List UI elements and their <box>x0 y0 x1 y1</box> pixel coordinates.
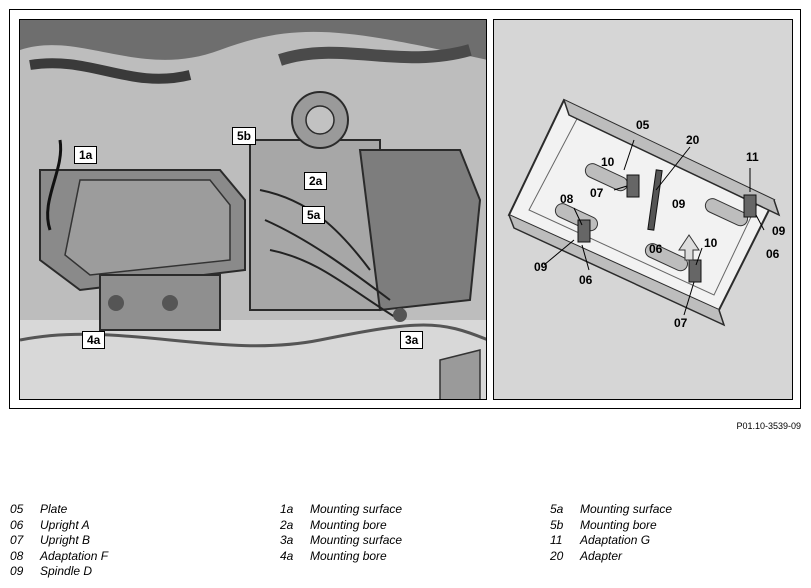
callout-2a: 2a <box>304 172 328 190</box>
legend-label: Adaptation G <box>580 533 651 547</box>
legend-column-1: 05 Plate 06 Upright A 07 Upright B 08 Adapta… <box>10 502 108 580</box>
legend-label: Plate <box>40 502 68 516</box>
legend-item: 11 Adaptation G <box>550 533 672 549</box>
legend-item: 08 Adaptation F <box>10 549 108 565</box>
callout-06-bottom: 06 <box>579 273 593 287</box>
callout-10-top: 10 <box>601 155 615 169</box>
callout-5a: 5a <box>302 206 326 224</box>
fixture-drawing <box>494 20 792 399</box>
legend-item: 06 Upright A <box>10 518 108 534</box>
legend-label: Spindle D <box>40 564 93 578</box>
legend-code: 05 <box>10 502 24 516</box>
callout-06-right: 06 <box>766 247 780 261</box>
legend-label: Mounting surface <box>310 502 403 516</box>
legend-code: 11 <box>550 533 563 547</box>
callout-11: 11 <box>746 150 759 164</box>
legend-label: Upright A <box>40 517 90 532</box>
callout-08: 08 <box>560 192 574 206</box>
callout-07-top: 07 <box>590 186 604 200</box>
legend-code: 5b <box>550 517 564 532</box>
legend-item: 07 Upright B <box>10 533 108 549</box>
legend-code: 3a <box>280 533 294 547</box>
callout-07-bottom: 07 <box>674 316 688 330</box>
legend-item: 3a Mounting surface <box>280 533 402 549</box>
legend-label: Mounting bore <box>310 517 387 532</box>
legend-item: 09 Spindle D <box>10 564 108 580</box>
legend-label: Mounting bore <box>310 548 387 563</box>
legend-item: 5b Mounting bore <box>550 518 672 534</box>
callout-09-right: 09 <box>772 224 786 238</box>
legend-code: 1a <box>280 502 294 516</box>
legend-code: 08 <box>10 548 24 563</box>
legend-code: 4a <box>280 548 294 563</box>
legend-label: Mounting surface <box>580 502 673 516</box>
callout-05: 05 <box>636 118 650 132</box>
fixture-image: 05 20 11 10 07 08 09 09 06 06 09 06 10 0… <box>493 19 793 400</box>
legend-item: 20 Adapter <box>550 549 672 565</box>
callout-20: 20 <box>686 133 700 147</box>
legend-item: 05 Plate <box>10 502 108 518</box>
legend-item: 4a Mounting bore <box>280 549 402 565</box>
legend-code: 07 <box>10 533 24 547</box>
legend-code: 20 <box>550 548 564 563</box>
legend-label: Mounting bore <box>580 517 657 532</box>
legend-code: 09 <box>10 564 24 578</box>
legend-label: Adaptation F <box>40 548 109 563</box>
legend-item: 5a Mounting surface <box>550 502 672 518</box>
legend-label: Upright B <box>40 533 91 547</box>
legend-item: 2a Mounting bore <box>280 518 402 534</box>
callout-06-mid: 06 <box>649 242 663 256</box>
callout-10-bottom: 10 <box>704 236 718 250</box>
callout-3a: 3a <box>400 331 424 349</box>
engine-compartment-drawing <box>20 20 486 399</box>
legend-code: 06 <box>10 517 24 532</box>
figure-id: P01.10-3539-09 <box>736 421 801 431</box>
callout-5b: 5b <box>232 127 257 145</box>
callout-09-left: 09 <box>534 260 548 274</box>
legend-code: 2a <box>280 517 294 532</box>
legend-label: Mounting surface <box>310 533 403 547</box>
callout-4a: 4a <box>82 331 106 349</box>
callout-1a: 1a <box>74 146 98 164</box>
engine-compartment-image: 1a 5b 2a 5a 4a 3a <box>19 19 487 400</box>
figure-frame: 1a 5b 2a 5a 4a 3a <box>9 9 801 409</box>
legend-code: 5a <box>550 502 564 516</box>
legend-item: 1a Mounting surface <box>280 502 402 518</box>
legend-label: Adapter <box>580 548 623 563</box>
callout-09-mid: 09 <box>672 197 686 211</box>
